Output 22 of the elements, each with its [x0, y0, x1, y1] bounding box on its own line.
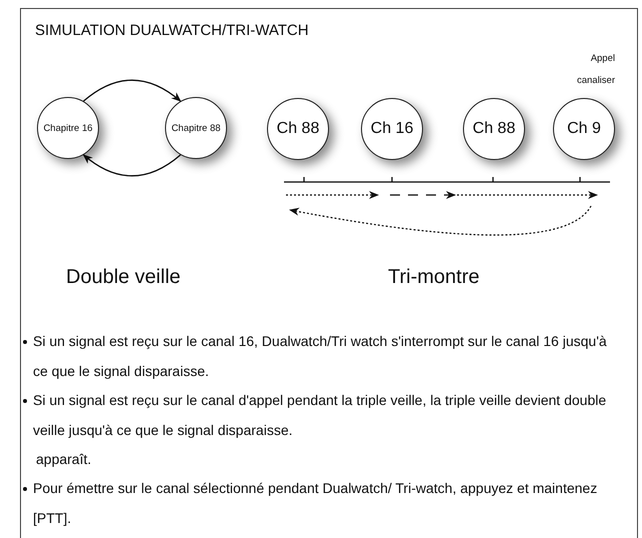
channel-label: Ch 16: [370, 120, 414, 138]
channel-label: Chapitre 16: [43, 122, 93, 134]
channel-label: Chapitre 88: [171, 122, 221, 134]
channel-circle: [463, 98, 525, 160]
arrow: [83, 80, 182, 102]
channel-circle: [165, 97, 227, 159]
bullet-note: apparaît.: [36, 450, 92, 469]
channel-circle: [553, 98, 615, 160]
channel-label: Ch 88: [276, 120, 320, 138]
channel-label: Ch 88: [472, 120, 516, 138]
channel-label: Ch 9: [567, 120, 601, 138]
channel-circle: [37, 97, 99, 159]
bullet-note: Pour émettre sur le canal sélectionné pendant Dualwatch/ Tri-watch, appuyez et maintenez [PTT].: [33, 479, 598, 528]
bullet-note: Si un signal est reçu sur le canal 16, Dualwatch/Tri watch s'interrompt sur le canal 16 jusqu'à ce que le signal disparaisse.: [33, 332, 608, 381]
mode-caption: Double veille: [66, 266, 181, 289]
mode-caption: Tri-montre: [388, 266, 480, 289]
arrow: [82, 154, 181, 176]
diagram-title: SIMULATION DUALWATCH/TRI-WATCH: [35, 22, 309, 39]
channel-circle: [361, 98, 423, 160]
channel-circle: [267, 98, 329, 160]
bullet-note: Si un signal est reçu sur le canal d'appel pendant la triple veille, la triple veille devient double veille jusqu'à ce que le signal disparaisse.: [33, 391, 608, 440]
channel-note: Appel canaliser: [576, 52, 615, 88]
